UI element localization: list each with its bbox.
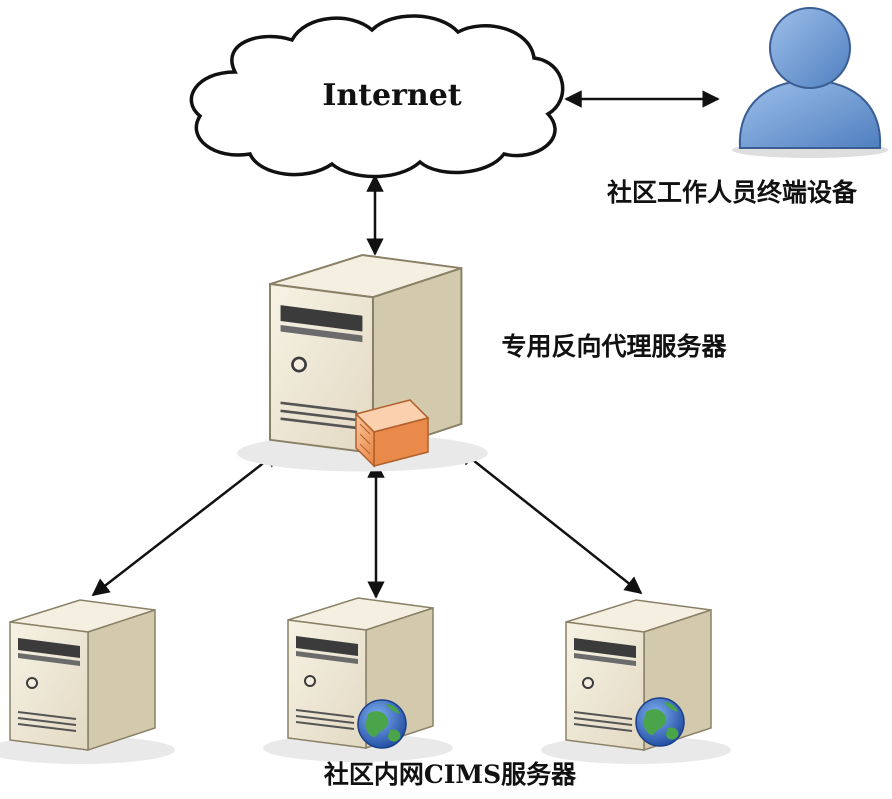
firewall-icon [354,399,430,468]
internal-server-middle [262,597,454,763]
internal-server-left [0,599,176,765]
internal-servers-label: 社区内网CIMS服务器 [324,760,577,789]
cloud-icon [189,14,565,179]
cloud-label: Internet [322,78,461,113]
proxy-label: 专用反向代理服务器 [501,332,727,361]
user-icon [732,7,888,158]
user-label: 社区工作人员终端设备 [607,178,858,207]
globe-icon [357,699,407,749]
globe-icon [635,697,685,747]
connector-proxy-server-left [91,449,281,597]
connector-proxy-server-right [457,447,643,595]
internal-server-right [540,599,732,765]
connectors [91,90,720,599]
